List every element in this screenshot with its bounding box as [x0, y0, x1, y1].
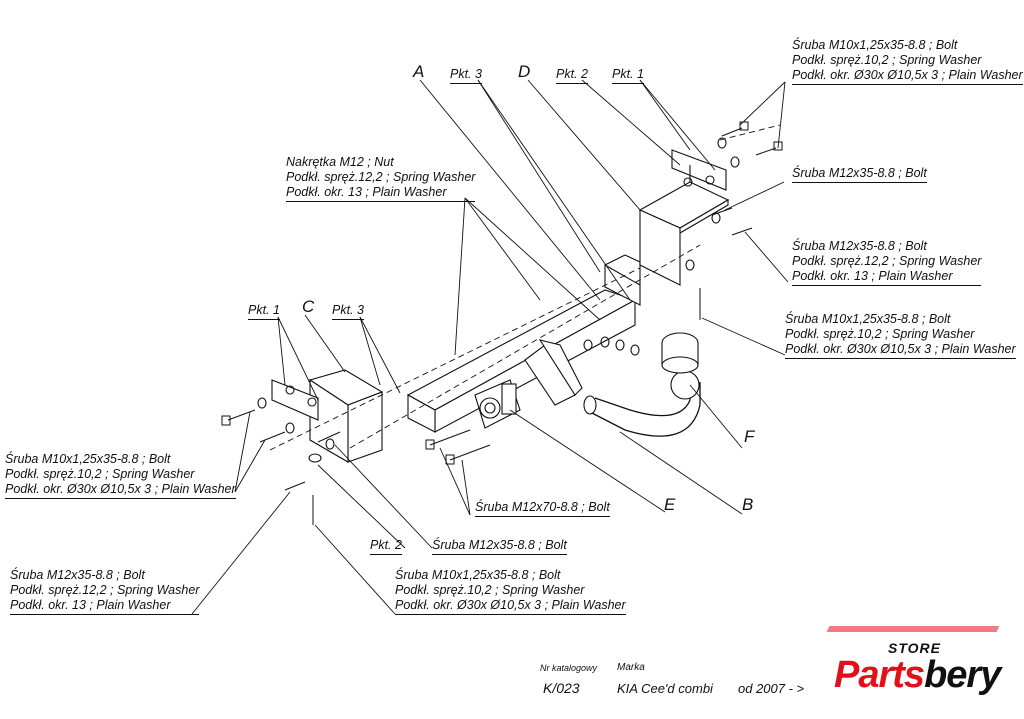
- label-c: C: [302, 297, 315, 316]
- callout-right-m12-bolt: Śruba M12x35-8.8 ; Bolt: [792, 166, 927, 183]
- main-crossbar: [406, 254, 641, 433]
- catalog-marka-label: Marka: [617, 662, 645, 673]
- right-bracket: [638, 149, 730, 286]
- logo-name-part1: Parts: [834, 654, 925, 696]
- callout-m12x35-mid: Śruba M12x35-8.8 ; Bolt: [432, 538, 567, 555]
- logo-accent-bar: [826, 626, 1000, 632]
- label-f: F: [744, 427, 755, 446]
- callout-nut-set: Nakrętka M12 ; Nut Podkł. spręż.12,2 ; S…: [286, 155, 476, 202]
- callout-right-m10-set: Śruba M10x1,25x35-8.8 ; Bolt Podkł. sprę…: [785, 312, 1016, 359]
- logo-store-text: STORE: [888, 640, 941, 656]
- pkt1-left: Pkt. 1: [248, 303, 280, 320]
- label-a: A: [413, 62, 425, 81]
- pkt1-top: Pkt. 1: [612, 67, 644, 84]
- pkt3-top: Pkt. 3: [450, 67, 482, 84]
- label-b: B: [742, 495, 754, 514]
- leader-lines: [191, 79, 789, 615]
- ball-mount-plate: [474, 379, 521, 429]
- callout-left-m12-set: Śruba M12x35-8.8 ; Bolt Podkł. spręż.12,…: [10, 568, 200, 615]
- callout-left-m10-set: Śruba M10x1,25x35-8.8 ; Bolt Podkł. sprę…: [5, 452, 236, 499]
- assembly-axes: [269, 124, 781, 451]
- catalog-model: KIA Cee'd combi: [617, 681, 713, 696]
- electrical-socket: [661, 332, 699, 374]
- label-e: E: [664, 495, 676, 514]
- bolts: [221, 121, 783, 525]
- pkt2-bottom: Pkt. 2: [370, 538, 402, 555]
- washers: [257, 137, 740, 463]
- catalog-nr-label: Nr katalogowy: [540, 663, 598, 673]
- label-d: D: [518, 62, 531, 81]
- callout-m12x70: Śruba M12x70-8.8 ; Bolt: [475, 500, 610, 517]
- catalog-years: od 2007 - >: [738, 681, 805, 696]
- logo-name-part2: bery: [924, 654, 1001, 696]
- left-bracket: [271, 369, 384, 463]
- ball-bracket: [524, 339, 583, 406]
- pkt3-left: Pkt. 3: [332, 303, 364, 320]
- callout-top-right-bolt: Śruba M10x1,25x35-8.8 ; Bolt Podkł. sprę…: [792, 38, 1023, 85]
- logo-name: Partsbery: [834, 654, 1001, 697]
- partsbery-store-logo: STORE Partsbery: [826, 626, 1008, 710]
- tow-ball-arm: [583, 370, 701, 437]
- catalog-number: K/023: [543, 680, 580, 696]
- callout-bottom-m10-set: Śruba M10x1,25x35-8.8 ; Bolt Podkł. sprę…: [395, 568, 626, 615]
- callout-right-m12-set: Śruba M12x35-8.8 ; Bolt Podkł. spręż.12,…: [792, 239, 982, 286]
- pkt2-top: Pkt. 2: [556, 67, 588, 84]
